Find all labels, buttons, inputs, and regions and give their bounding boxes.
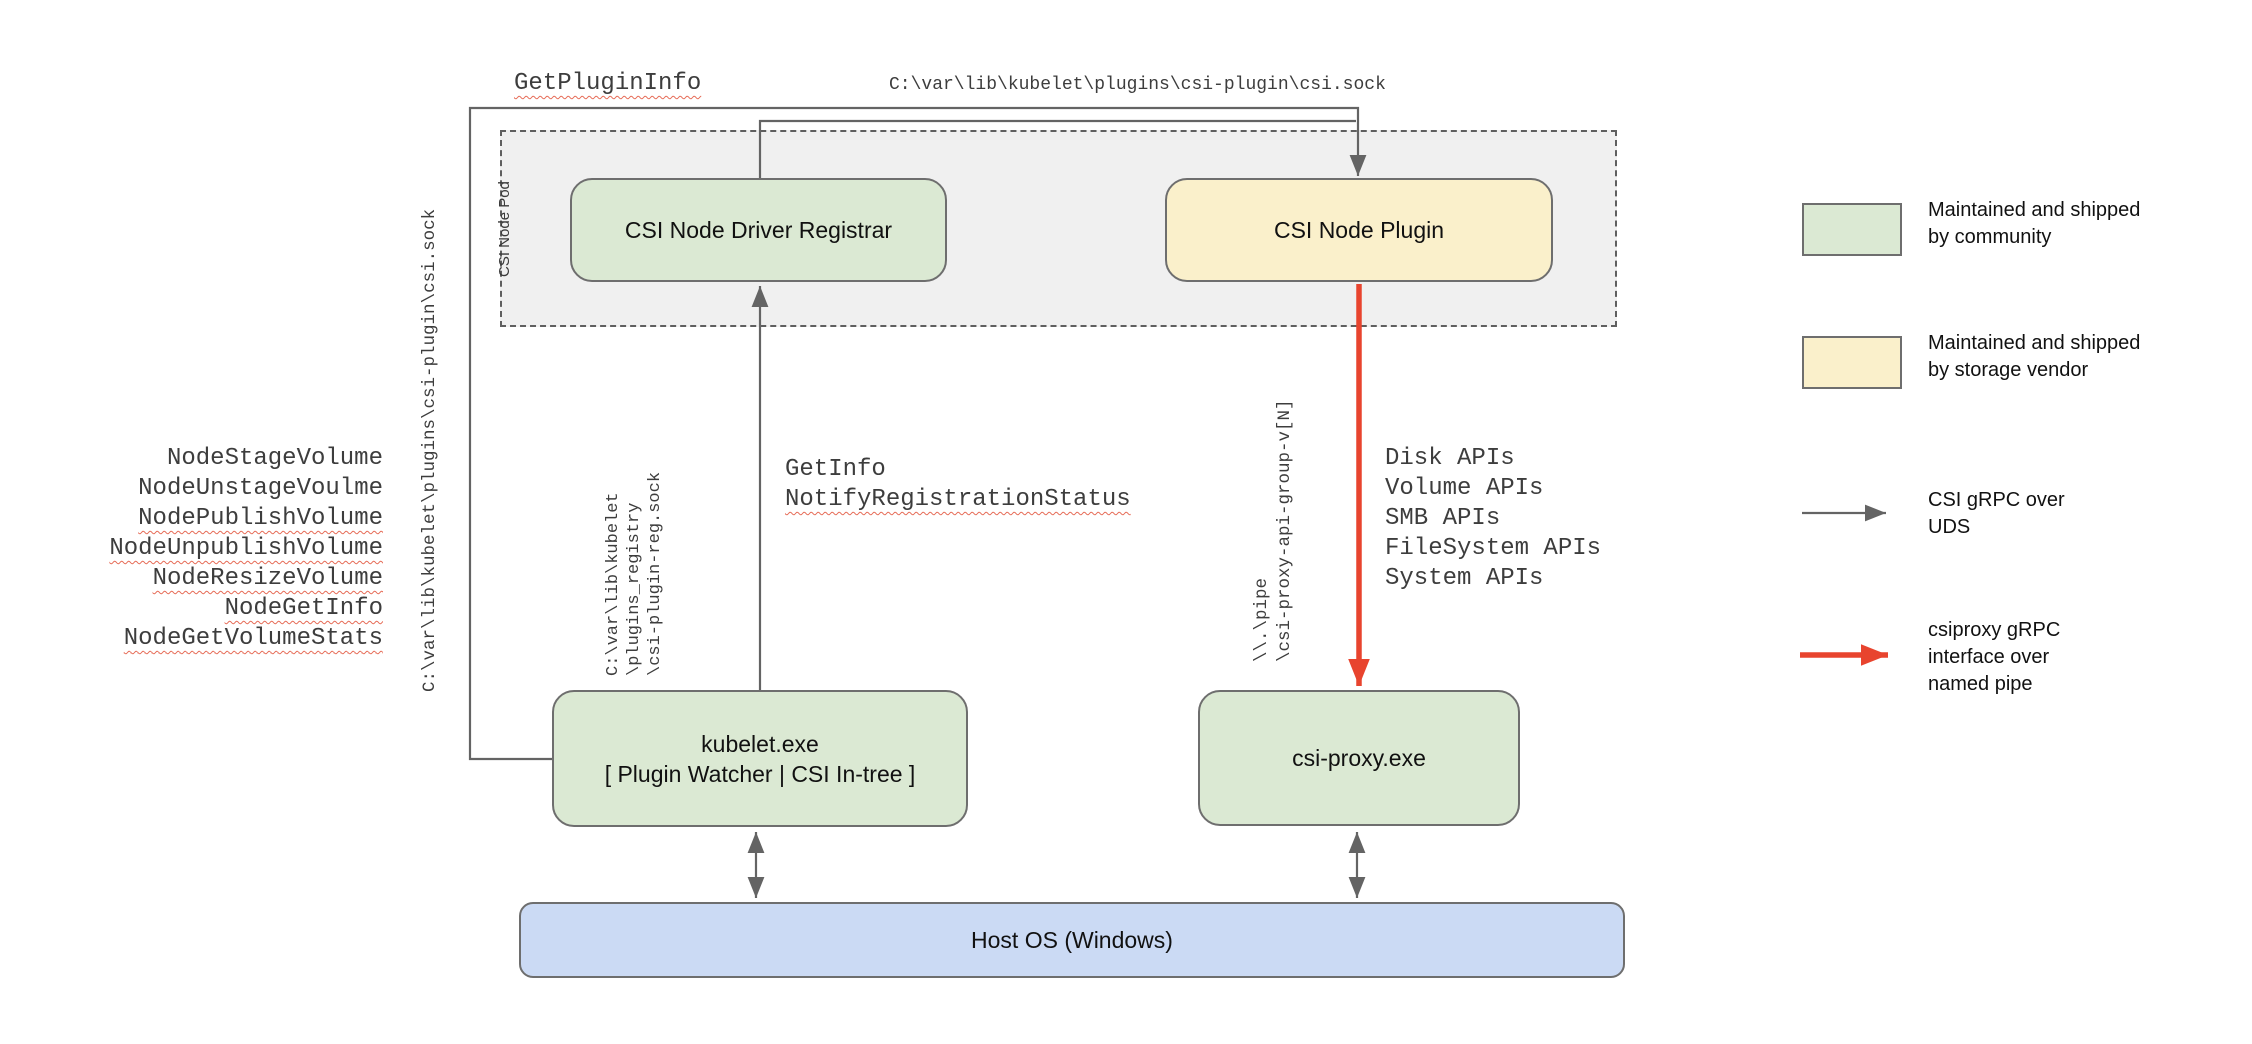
label-registration-calls: GetInfo NotifyRegistrationStatus: [785, 455, 1131, 515]
node-label-line1: kubelet.exe: [701, 730, 819, 757]
node-csi-proxy: csi-proxy.exe: [1198, 690, 1520, 826]
node-host-os: Host OS (Windows): [519, 902, 1625, 978]
node-label: csi-proxy.exe: [1292, 745, 1426, 771]
legend-label-named-pipe: csiproxy gRPC interface over named pipe: [1928, 619, 2061, 695]
legend-label-community: Maintained and shipped by community: [1928, 199, 2141, 248]
label-registration-sock-path: C:\var\lib\kubelet \plugins_registry \cs…: [603, 472, 666, 676]
api-group: Volume APIs: [1385, 475, 1544, 502]
csi-node-pod-label: CSI Node Pod: [496, 181, 513, 277]
node-csi-node-plugin: CSI Node Plugin: [1165, 178, 1553, 282]
node-label: CSI Node Plugin: [1273, 217, 1445, 243]
connector-kubelet-to-csi-node-plugin: [468, 106, 1367, 761]
node-label: Host OS (Windows): [971, 927, 1173, 953]
node-csi-node-driver-registrar: CSI Node Driver Registrar: [570, 178, 947, 282]
legend-swatch-community: [1802, 203, 1902, 256]
path-line: \plugins_registry: [625, 502, 644, 676]
path-line: \csi-proxy-api-group-v[N]: [1275, 399, 1295, 662]
node-label: CSI Node Driver Registrar: [624, 217, 893, 243]
node-call: NodeUnpublishVolume: [109, 535, 383, 562]
label-csi-sock-path-top: C:\var\lib\kubelet\plugins\csi-plugin\cs…: [889, 75, 1386, 95]
node-call: NodePublishVolume: [138, 505, 383, 532]
label-named-pipe-path: \\.\pipe \csi-proxy-api-group-v[N]: [1251, 399, 1297, 662]
api-group: Disk APIs: [1385, 445, 1515, 472]
node-call: NodeGetInfo: [224, 595, 383, 622]
label-api-groups-list: Disk APIs Volume APIs SMB APIs FileSyste…: [1385, 444, 1601, 594]
node-call: NodeStageVolume: [166, 445, 383, 472]
notify-registration-status-call: NotifyRegistrationStatus: [785, 486, 1131, 513]
api-group: FileSystem APIs: [1385, 535, 1602, 562]
node-kubelet: kubelet.exe [ Plugin Watcher | CSI In-tr…: [552, 690, 968, 827]
node-call: NodeUnstageVoulme: [138, 475, 383, 502]
node-call: NodeGetVolumeStats: [123, 625, 383, 652]
path-line: \csi-plugin-reg.sock: [646, 471, 665, 676]
path-line: C:\var\lib\kubelet: [604, 492, 623, 676]
path-line: \\.\pipe: [1252, 577, 1272, 662]
legend-label-uds: CSI gRPC over UDS: [1928, 489, 2065, 538]
connector-registrar-to-csi-node-plugin: [758, 119, 1356, 178]
node-label-line2: [ Plugin Watcher | CSI In-tree ]: [604, 760, 916, 787]
api-group: System APIs: [1385, 565, 1544, 592]
label-csi-sock-path-left: C:\var\lib\kubelet\plugins\csi-plugin\cs…: [420, 208, 440, 692]
label-getplugininfo: GetPluginInfo: [514, 70, 702, 97]
legend-swatch-vendor: [1802, 336, 1902, 389]
api-group: SMB APIs: [1385, 505, 1501, 532]
node-call: NodeResizeVolume: [152, 565, 383, 592]
legend-label-vendor: Maintained and shipped by storage vendor: [1928, 332, 2141, 381]
label-node-calls-list: NodeStageVolume NodeUnstageVoulme NodePu…: [80, 444, 383, 654]
getinfo-call: GetInfo: [785, 456, 886, 483]
